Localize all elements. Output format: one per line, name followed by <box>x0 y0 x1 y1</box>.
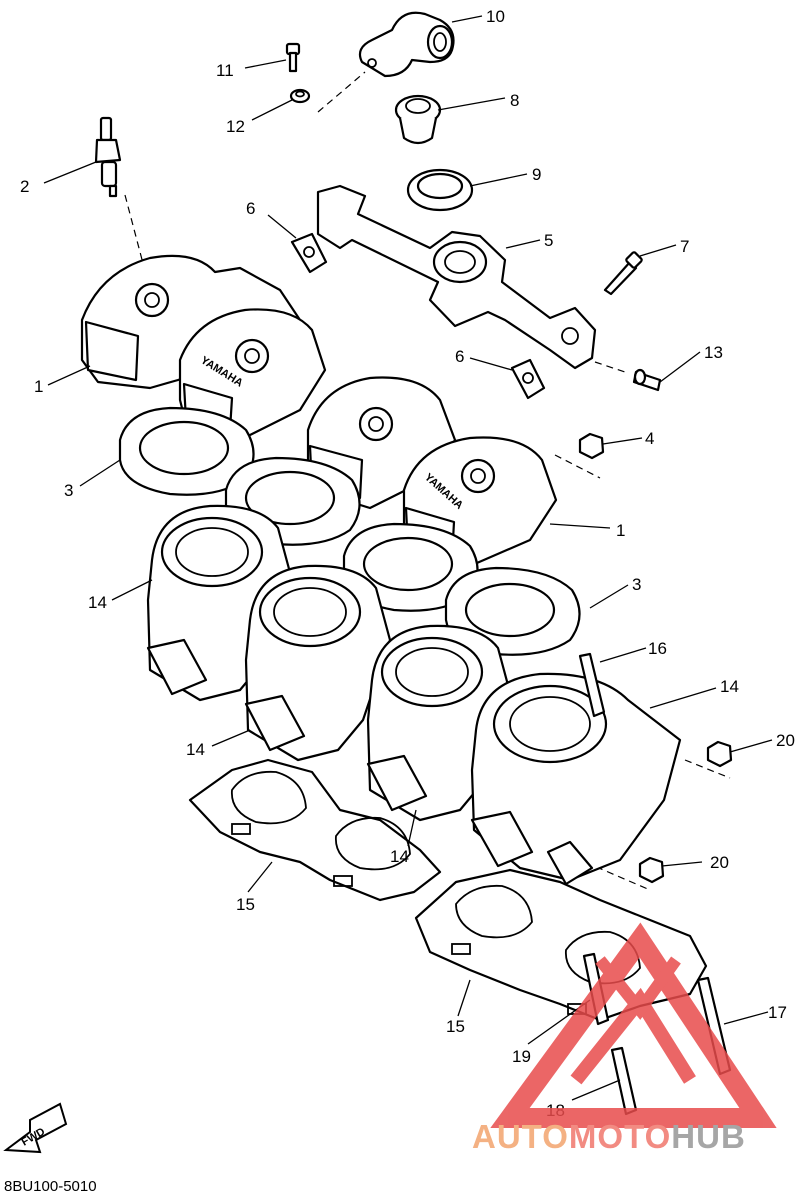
svg-text:AUTOMOTOHUB: AUTOMOTOHUB <box>472 1118 746 1155</box>
cylinder-part <box>244 564 392 762</box>
callout-label: 2 <box>20 177 29 196</box>
callout-label: 16 <box>648 639 667 658</box>
union-fitting-part <box>632 368 662 392</box>
callout-label: 4 <box>645 429 654 448</box>
callout-label: 15 <box>446 1017 465 1036</box>
callout-label: 11 <box>216 61 234 80</box>
callout-label: 20 <box>710 853 729 872</box>
watermark-text: AUTOMOTOHUB <box>472 1118 746 1155</box>
leader-lines <box>43 15 773 1101</box>
callout-label: 6 <box>455 347 464 366</box>
watermark-triangle-icon <box>490 922 777 1128</box>
coolant-manifold-part <box>316 184 597 370</box>
base-gasket-part <box>188 758 442 902</box>
outlet-elbow-part <box>358 11 455 78</box>
small-gasket-part <box>510 358 546 400</box>
spark-plug-part <box>94 116 122 198</box>
stud-bolt-part <box>610 1046 638 1116</box>
watermark-part-c: HUB <box>671 1118 746 1155</box>
callout-label: 19 <box>512 1047 531 1066</box>
diagram-code: 8BU100-5010 <box>4 1178 97 1195</box>
watermark-logo <box>490 922 777 1128</box>
watermark-part-b: MOTO <box>569 1118 671 1155</box>
manifold-bolt-part <box>603 251 643 296</box>
nut-part <box>578 432 605 460</box>
watermark-part-a: AUTO <box>472 1118 569 1155</box>
callout-label: 13 <box>704 343 723 362</box>
callout-label: 5 <box>544 231 553 250</box>
callout-label: 14 <box>390 847 409 866</box>
forward-arrow-icon: FWD <box>3 1102 68 1154</box>
callout-label: 7 <box>680 237 689 256</box>
callout-label: 3 <box>64 481 73 500</box>
seal-ring-part <box>406 168 474 212</box>
cylinder-part <box>470 672 682 886</box>
callout-label: 20 <box>776 731 795 750</box>
callout-label: 9 <box>532 165 541 184</box>
assembly-guide-lines <box>124 71 731 891</box>
nut-part <box>706 740 733 768</box>
callout-label: 3 <box>632 575 641 594</box>
callout-label: 6 <box>246 199 255 218</box>
callout-label: 14 <box>720 677 739 696</box>
callout-label: 14 <box>186 740 205 759</box>
callout-label: 8 <box>510 91 519 110</box>
callout-label: 12 <box>226 117 245 136</box>
stud-bolt-part <box>578 652 606 718</box>
nut-part <box>638 856 665 884</box>
thermostat-part <box>394 94 442 145</box>
washer-part <box>289 88 311 104</box>
callout-label: 10 <box>486 7 505 26</box>
bolt-part <box>285 42 301 73</box>
callout-label: 14 <box>88 593 107 612</box>
callout-label: 17 <box>768 1003 787 1022</box>
head-gasket-part <box>118 406 255 496</box>
callout-labels: 10 11 12 8 2 9 6 5 7 6 13 1 4 3 1 14 3 1… <box>20 7 795 1120</box>
base-gasket-part <box>414 868 708 1022</box>
small-gasket-part <box>290 232 328 274</box>
callout-label: 1 <box>34 377 43 396</box>
callout-label: 15 <box>236 895 255 914</box>
callout-label: 1 <box>616 521 625 540</box>
